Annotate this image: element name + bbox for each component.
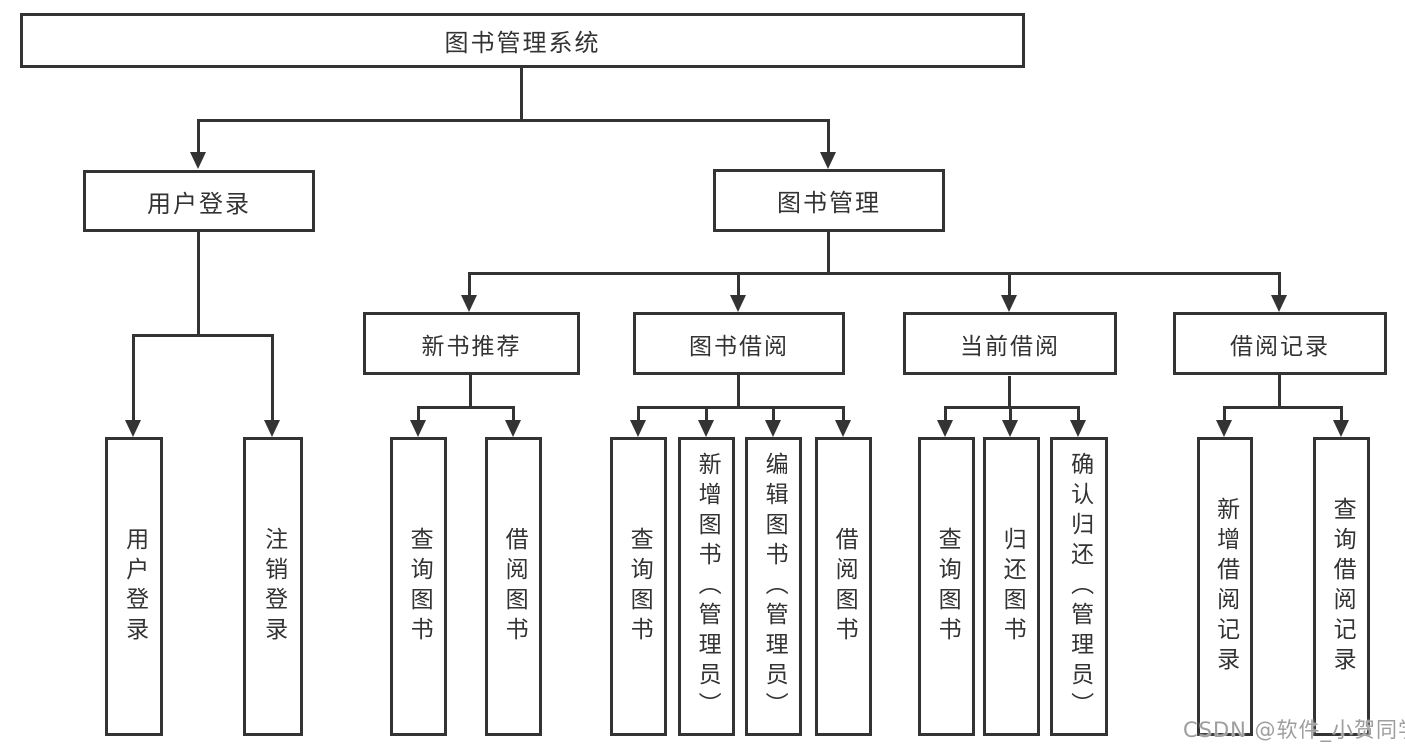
connector-line <box>469 375 472 407</box>
node-root-system: 图书管理系统 <box>20 13 1025 68</box>
node-label: 借阅图书 <box>501 526 528 647</box>
arrow-down-icon <box>820 119 836 169</box>
connector-line <box>1223 406 1343 409</box>
connector-line <box>944 406 1080 409</box>
node-label: 借阅记录 <box>1230 333 1330 360</box>
arrow-down-icon <box>505 406 521 437</box>
node-label: 确认归还（管理员） <box>1066 451 1093 722</box>
arrow-down-icon <box>190 119 206 169</box>
node-leaf-query-books-current: 查询图书 <box>918 437 975 736</box>
connector-line <box>197 119 830 122</box>
node-label: 新书推荐 <box>421 333 522 360</box>
node-label: 用户登录 <box>121 526 148 647</box>
connector-line <box>468 272 1281 275</box>
connector-line <box>520 68 523 121</box>
node-leaf-query-books-borrow: 查询图书 <box>610 437 667 736</box>
arrow-down-icon <box>410 406 426 437</box>
connector-line <box>1278 375 1281 407</box>
node-label: 新增借阅记录 <box>1212 496 1239 677</box>
node-label: 查询图书 <box>406 526 433 647</box>
node-label: 查询图书 <box>626 526 653 647</box>
node-label: 注销登录 <box>260 526 287 647</box>
connector-line <box>737 375 740 407</box>
node-leaf-edit-books-admin: 编辑图书（管理员） <box>745 437 802 736</box>
arrow-down-icon <box>730 272 746 312</box>
node-label: 用户登录 <box>147 189 251 218</box>
node-user-login-group: 用户登录 <box>83 170 315 232</box>
arrow-down-icon <box>1333 406 1349 437</box>
node-leaf-borrow-books-recommend: 借阅图书 <box>485 437 542 736</box>
node-new-book-recommend: 新书推荐 <box>363 312 580 375</box>
node-label: 当前借阅 <box>960 333 1060 360</box>
node-label: 归还图书 <box>999 526 1026 647</box>
connector-line <box>1008 376 1011 407</box>
arrow-down-icon <box>630 406 646 437</box>
node-label: 图书管理 <box>777 189 881 217</box>
csdn-watermark: CSDN @软件_小贺同学 <box>1183 718 1405 742</box>
node-leaf-add-borrow-record: 新增借阅记录 <box>1197 437 1253 736</box>
node-leaf-user-login: 用户登录 <box>105 437 163 736</box>
connector-line <box>637 406 845 409</box>
node-leaf-borrow-books: 借阅图书 <box>815 437 872 736</box>
node-book-borrow: 图书借阅 <box>633 312 845 375</box>
node-label: 新增图书（管理员） <box>694 451 721 722</box>
arrow-down-icon <box>1001 272 1017 312</box>
arrow-down-icon <box>698 406 714 437</box>
arrow-down-icon <box>1070 406 1086 437</box>
node-leaf-add-books-admin: 新增图书（管理员） <box>678 437 735 736</box>
arrow-down-icon <box>1216 406 1232 437</box>
node-current-borrow: 当前借阅 <box>903 312 1117 375</box>
arrow-down-icon <box>937 406 953 437</box>
arrow-down-icon <box>264 334 280 437</box>
arrow-down-icon <box>1271 272 1287 312</box>
arrow-down-icon <box>461 272 477 312</box>
node-root-label: 图书管理系统 <box>444 29 601 57</box>
node-leaf-return-books: 归还图书 <box>983 437 1040 736</box>
node-label: 查询图书 <box>934 526 961 647</box>
node-label: 图书借阅 <box>689 333 789 360</box>
connector-line <box>197 232 200 335</box>
node-label: 查询借阅记录 <box>1329 496 1356 677</box>
connector-line <box>132 334 274 337</box>
node-borrow-records: 借阅记录 <box>1173 312 1387 375</box>
arrow-down-icon <box>125 334 141 437</box>
node-leaf-query-borrow-record: 查询借阅记录 <box>1313 437 1370 736</box>
connector-line <box>827 232 830 273</box>
connector-line <box>418 406 515 409</box>
arrow-down-icon <box>835 406 851 437</box>
node-label: 编辑图书（管理员） <box>761 451 788 722</box>
node-leaf-logout: 注销登录 <box>243 437 303 736</box>
node-label: 借阅图书 <box>831 526 858 647</box>
arrow-down-icon <box>1002 406 1018 437</box>
node-leaf-query-books-recommend: 查询图书 <box>390 437 447 736</box>
arrow-down-icon <box>765 406 781 437</box>
node-leaf-confirm-return-admin: 确认归还（管理员） <box>1050 437 1108 736</box>
node-book-management-group: 图书管理 <box>713 169 945 232</box>
